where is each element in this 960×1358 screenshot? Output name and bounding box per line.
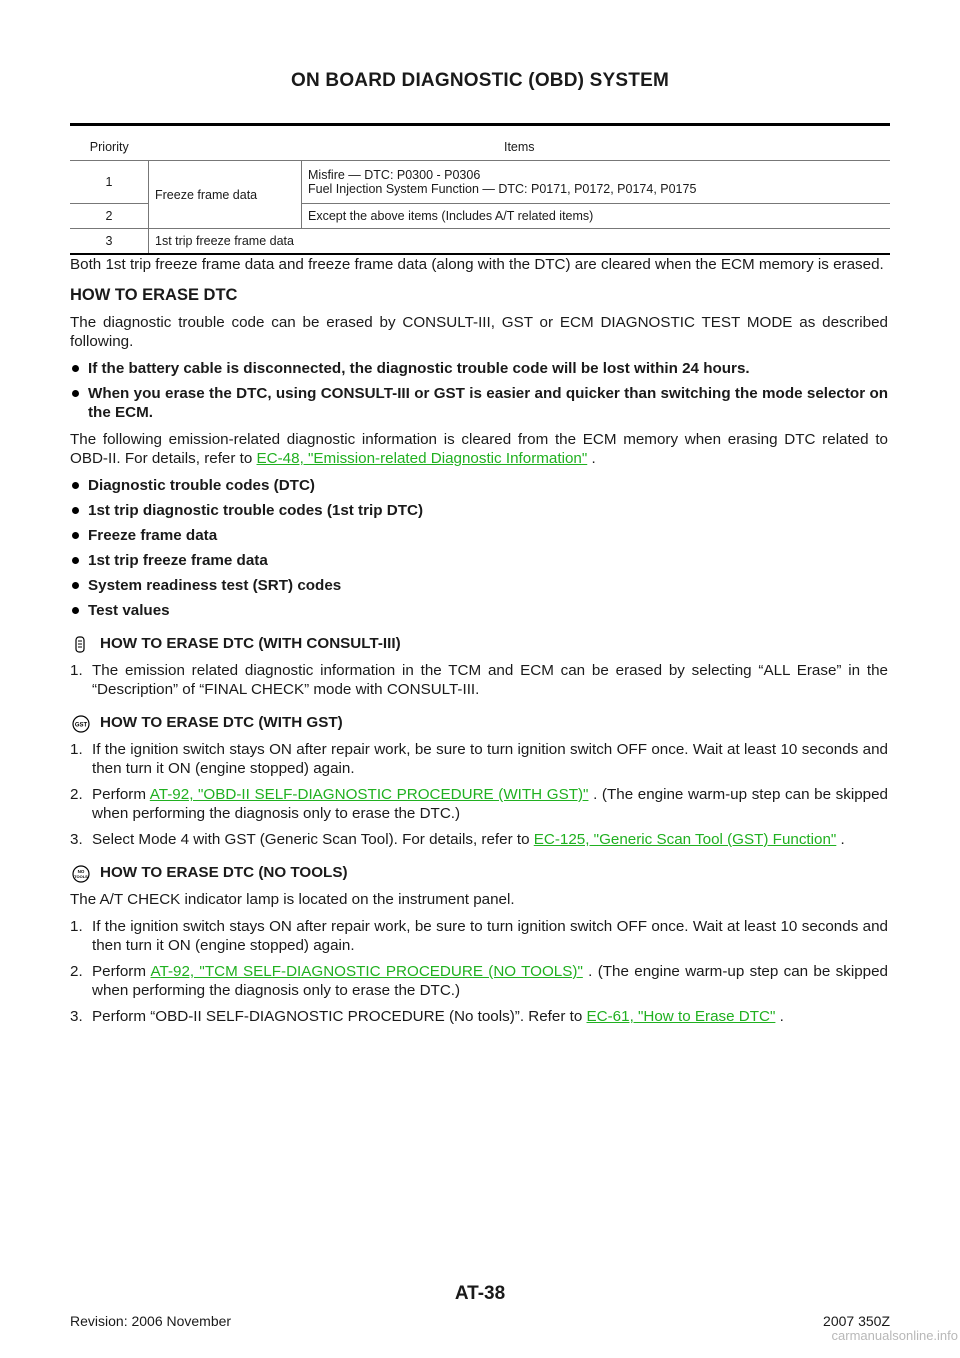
priority-table: Priority Items 1 Freeze frame data Misfi… xyxy=(70,134,890,255)
notools-intro: The A/T CHECK indicator lamp is located … xyxy=(70,891,515,908)
section-heading-erase: HOW TO ERASE DTC xyxy=(70,286,238,304)
bullet-icon xyxy=(72,607,79,614)
link-at-92-gst[interactable]: AT-92, "OBD-II SELF-DIAGNOSTIC PROCEDURE… xyxy=(149,786,589,803)
priority-cell: 1 xyxy=(70,160,149,204)
page-number: AT-38 xyxy=(454,1283,506,1304)
page-title: ON BOARD DIAGNOSTIC (OBD) SYSTEM xyxy=(291,70,669,91)
list-item: Freeze frame data xyxy=(70,526,888,545)
list-item: Test values xyxy=(70,601,888,620)
column-header-priority: Priority xyxy=(70,134,149,161)
bullet-icon xyxy=(72,532,79,539)
list-item: 3.Perform “OBD-II SELF-DIAGNOSTIC PROCED… xyxy=(70,1008,784,1025)
list-item: If the battery cable is disconnected, th… xyxy=(70,359,888,378)
items-cell: 1st trip freeze frame data xyxy=(148,228,890,255)
table-row: 1 Freeze frame data Misfire — DTC: P0300… xyxy=(70,160,890,229)
intro-paragraph: Both 1st trip freeze frame data and free… xyxy=(70,256,884,273)
list-item: 3.Select Mode 4 with GST (Generic Scan T… xyxy=(70,831,845,848)
list-item: 1.If the ignition switch stays ON after … xyxy=(70,918,888,954)
priority-cell: 2 xyxy=(70,203,149,229)
bullet-icon xyxy=(72,482,79,489)
items-line: Fuel Injection System Function — DTC: P0… xyxy=(308,182,697,196)
notools-steps: 1.If the ignition switch stays ON after … xyxy=(70,917,888,1026)
list-item: System readiness test (SRT) codes xyxy=(70,576,888,595)
category-cell: Freeze frame data xyxy=(148,160,302,229)
items-cell: Except the above items (Includes A/T rel… xyxy=(301,203,890,229)
list-item: 1st trip freeze frame data xyxy=(70,551,888,570)
bullet-icon xyxy=(72,557,79,564)
no-tools-icon: NO TOOLS xyxy=(72,864,90,883)
list-item: When you erase the DTC, using CONSULT-II… xyxy=(70,384,888,422)
table-row: 3 1st trip freeze frame data xyxy=(70,228,890,255)
section-heading-notools: NO TOOLS HOW TO ERASE DTC (NO TOOLS) xyxy=(70,863,888,883)
model-label: 2007 350Z xyxy=(823,1313,890,1329)
priority-cell: 3 xyxy=(70,228,149,255)
revision-label: Revision: 2006 November xyxy=(70,1313,232,1329)
list-item: 1st trip diagnostic trouble codes (1st t… xyxy=(70,501,888,520)
link-ec-61[interactable]: EC-61, "How to Erase DTC" xyxy=(586,1008,776,1025)
consult-steps: 1.The emission related diagnostic inform… xyxy=(70,661,888,699)
bullet-icon xyxy=(72,390,79,397)
table-header-row: Priority Items xyxy=(70,134,890,161)
section-heading-consult: HOW TO ERASE DTC (WITH CONSULT-III) xyxy=(70,634,888,653)
bullet-icon xyxy=(72,365,79,372)
list-item: 1.The emission related diagnostic inform… xyxy=(70,662,888,698)
svg-text:TOOLS: TOOLS xyxy=(74,874,88,879)
bullet-icon xyxy=(72,582,79,589)
items-line: Misfire — DTC: P0300 - P0306 xyxy=(308,168,481,182)
list-item: Diagnostic trouble codes (DTC) xyxy=(70,476,888,495)
consult-icon xyxy=(72,635,88,653)
bullet-icon xyxy=(72,507,79,514)
link-at-92-notools[interactable]: AT-92, "TCM SELF-DIAGNOSTIC PROCEDURE (N… xyxy=(150,963,583,980)
section-heading-gst: GST HOW TO ERASE DTC (WITH GST) xyxy=(70,713,888,733)
table-row: 2 Except the above items (Includes A/T r… xyxy=(70,203,890,229)
gst-icon: GST xyxy=(72,714,90,733)
list-item: 2.Perform AT-92, "TCM SELF-DIAGNOSTIC PR… xyxy=(70,963,889,999)
main-content: Both 1st trip freeze frame data and free… xyxy=(70,255,888,1034)
list-item: 2.Perform AT-92, "OBD-II SELF-DIAGNOSTIC… xyxy=(70,786,889,822)
watermark: carmanualsonline.info xyxy=(831,1328,958,1343)
column-header-items: Items xyxy=(148,134,890,161)
emission-paragraph: The following emission-related diagnosti… xyxy=(70,431,888,467)
svg-text:NO: NO xyxy=(78,869,85,874)
link-ec-125[interactable]: EC-125, "Generic Scan Tool (GST) Functio… xyxy=(533,831,837,848)
erase-notes: If the battery cable is disconnected, th… xyxy=(70,359,888,422)
gst-steps: 1.If the ignition switch stays ON after … xyxy=(70,740,888,849)
erase-paragraph: The diagnostic trouble code can be erase… xyxy=(70,314,888,350)
link-ec-48[interactable]: EC-48, "Emission-related Diagnostic Info… xyxy=(256,450,588,467)
list-item: 1.If the ignition switch stays ON after … xyxy=(70,741,888,777)
cleared-list: Diagnostic trouble codes (DTC) 1st trip … xyxy=(70,476,888,620)
svg-text:GST: GST xyxy=(75,722,88,728)
items-cell: Misfire — DTC: P0300 - P0306 Fuel Inject… xyxy=(301,160,890,204)
header-rule xyxy=(70,123,890,126)
